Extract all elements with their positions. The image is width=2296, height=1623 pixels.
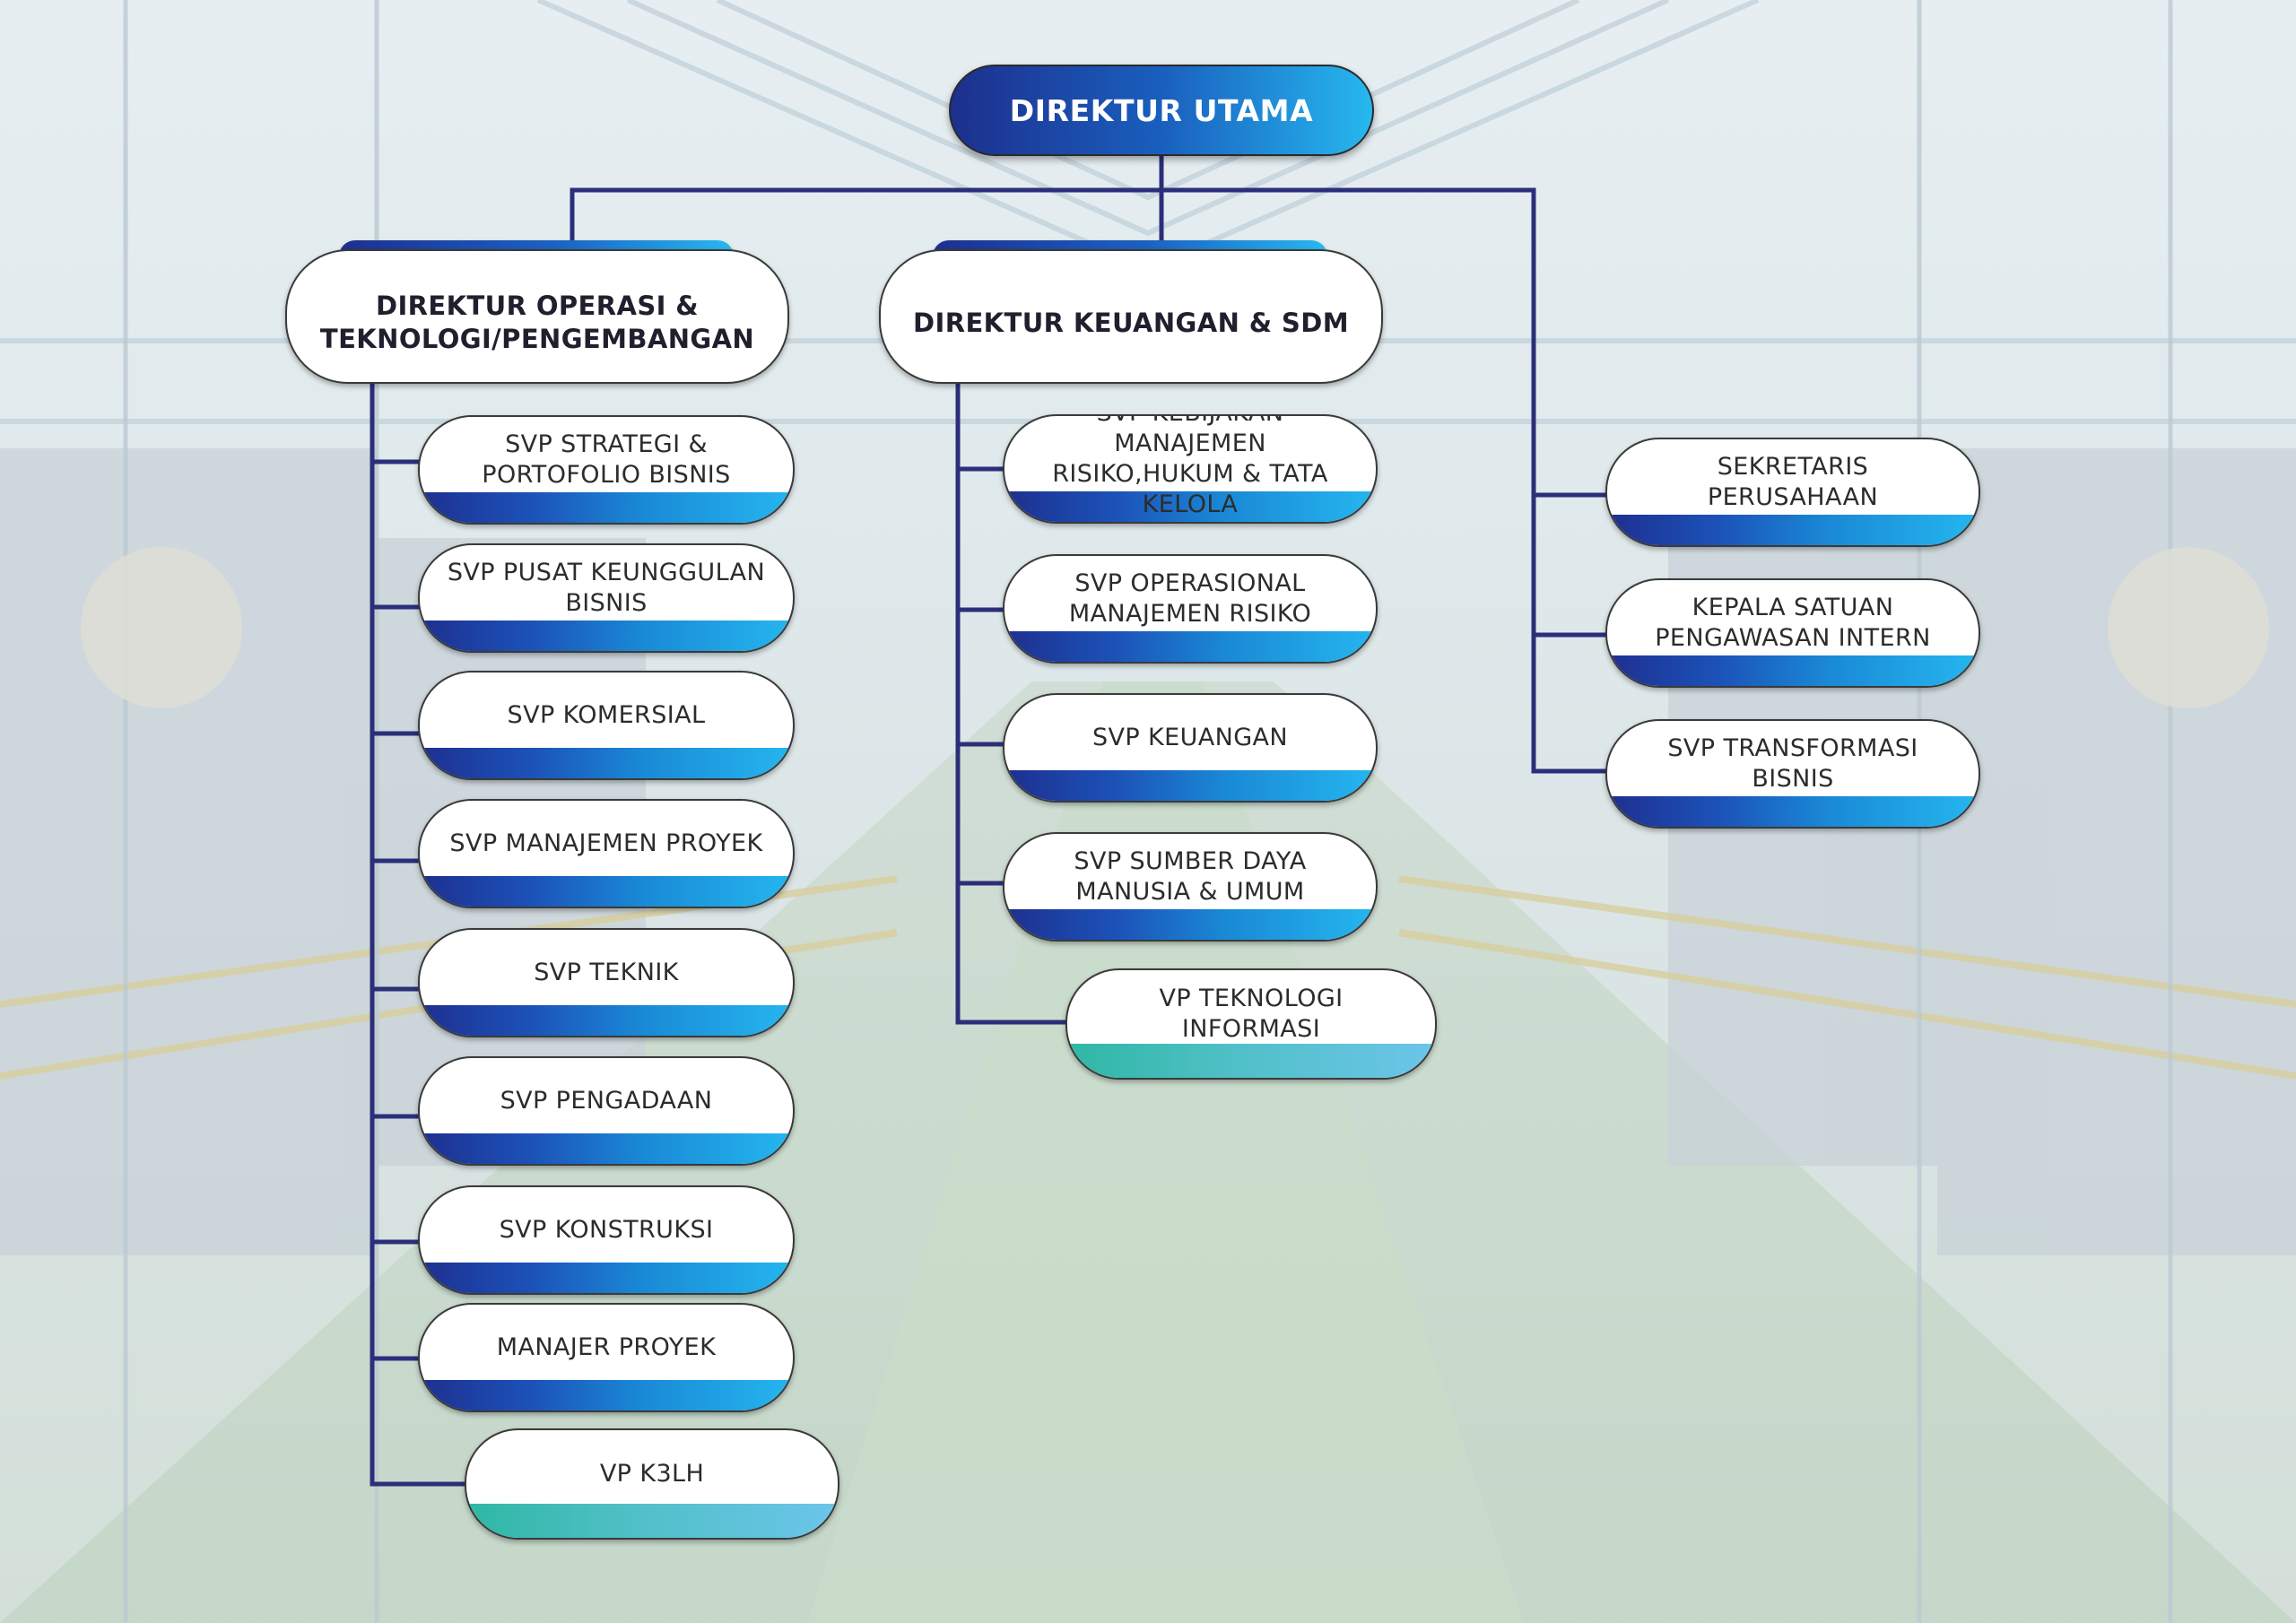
fin-unit: SVP SUMBER DAYA MANUSIA & UMUM [1003,832,1378,942]
director-operasi-box: DIREKTUR OPERASI & TEKNOLOGI/PENGEMBANGA… [285,249,789,384]
ops-unit-label: VP K3LH [599,1460,705,1488]
ceo-unit: KEPALA SATUAN PENGAWASAN INTERN [1605,578,1980,688]
ops-unit: SVP KOMERSIAL [418,671,795,780]
ops-unit: SVP PENGADAAN [418,1056,795,1166]
ceo-unit-label: KEPALA SATUAN PENGAWASAN INTERN [1655,594,1931,652]
ops-unit: VP K3LH [465,1428,839,1540]
fin-unit-label: SVP SUMBER DAYA MANUSIA & UMUM [1074,847,1307,906]
fin-unit: SVP OPERASIONAL MANAJEMEN RISIKO [1003,554,1378,664]
ops-unit-label: SVP PUSAT KEUNGGULAN BISNIS [447,559,766,617]
ceo-unit: SEKRETARIS PERUSAHAAN [1605,438,1980,547]
ceo-unit-label: SEKRETARIS PERUSAHAAN [1707,453,1879,511]
ops-unit-label: SVP MANAJEMEN PROYEK [449,829,763,857]
fin-unit: VP TEKNOLOGI INFORMASI [1065,968,1437,1080]
ops-unit-label: SVP TEKNIK [534,959,679,986]
fin-unit-label: SVP KEUANGAN [1091,724,1289,751]
director-operasi-label: DIREKTUR OPERASI & TEKNOLOGI/PENGEMBANGA… [319,291,755,354]
ops-unit: SVP TEKNIK [418,928,795,1037]
fin-unit: SVP KEUANGAN [1003,693,1378,803]
direktur-utama-label: DIREKTUR UTAMA [1009,92,1314,128]
ops-unit: SVP KONSTRUKSI [418,1185,795,1295]
ops-unit-label: SVP STRATEGI & PORTOFOLIO BISNIS [482,430,731,489]
fin-unit: SVP KEBIJAKAN MANAJEMEN RISIKO,HUKUM & T… [1003,414,1378,524]
ops-unit-label: MANAJER PROYEK [496,1333,717,1361]
director-keuangan-label: DIREKTUR KEUANGAN & SDM [913,307,1349,338]
fin-unit-label: SVP KEBIJAKAN MANAJEMEN RISIKO,HUKUM & T… [1052,416,1328,518]
ops-unit-label: SVP PENGADAAN [500,1087,713,1115]
fin-unit-label: SVP OPERASIONAL MANAJEMEN RISIKO [1068,569,1312,628]
ops-unit: MANAJER PROYEK [418,1303,795,1412]
ops-unit: SVP PUSAT KEUNGGULAN BISNIS [418,543,795,653]
ops-unit: SVP MANAJEMEN PROYEK [418,799,795,908]
director-keuangan-box: DIREKTUR KEUANGAN & SDM [879,249,1383,384]
ceo-unit-label: SVP TRANSFORMASI BISNIS [1667,734,1918,793]
ops-unit: SVP STRATEGI & PORTOFOLIO BISNIS [418,415,795,525]
ceo-unit: SVP TRANSFORMASI BISNIS [1605,719,1980,829]
fin-unit-label: VP TEKNOLOGI INFORMASI [1159,985,1344,1043]
ops-unit-label: SVP KONSTRUKSI [499,1216,714,1244]
ops-unit-label: SVP KOMERSIAL [507,701,706,729]
direktur-utama-box: DIREKTUR UTAMA [949,65,1374,156]
